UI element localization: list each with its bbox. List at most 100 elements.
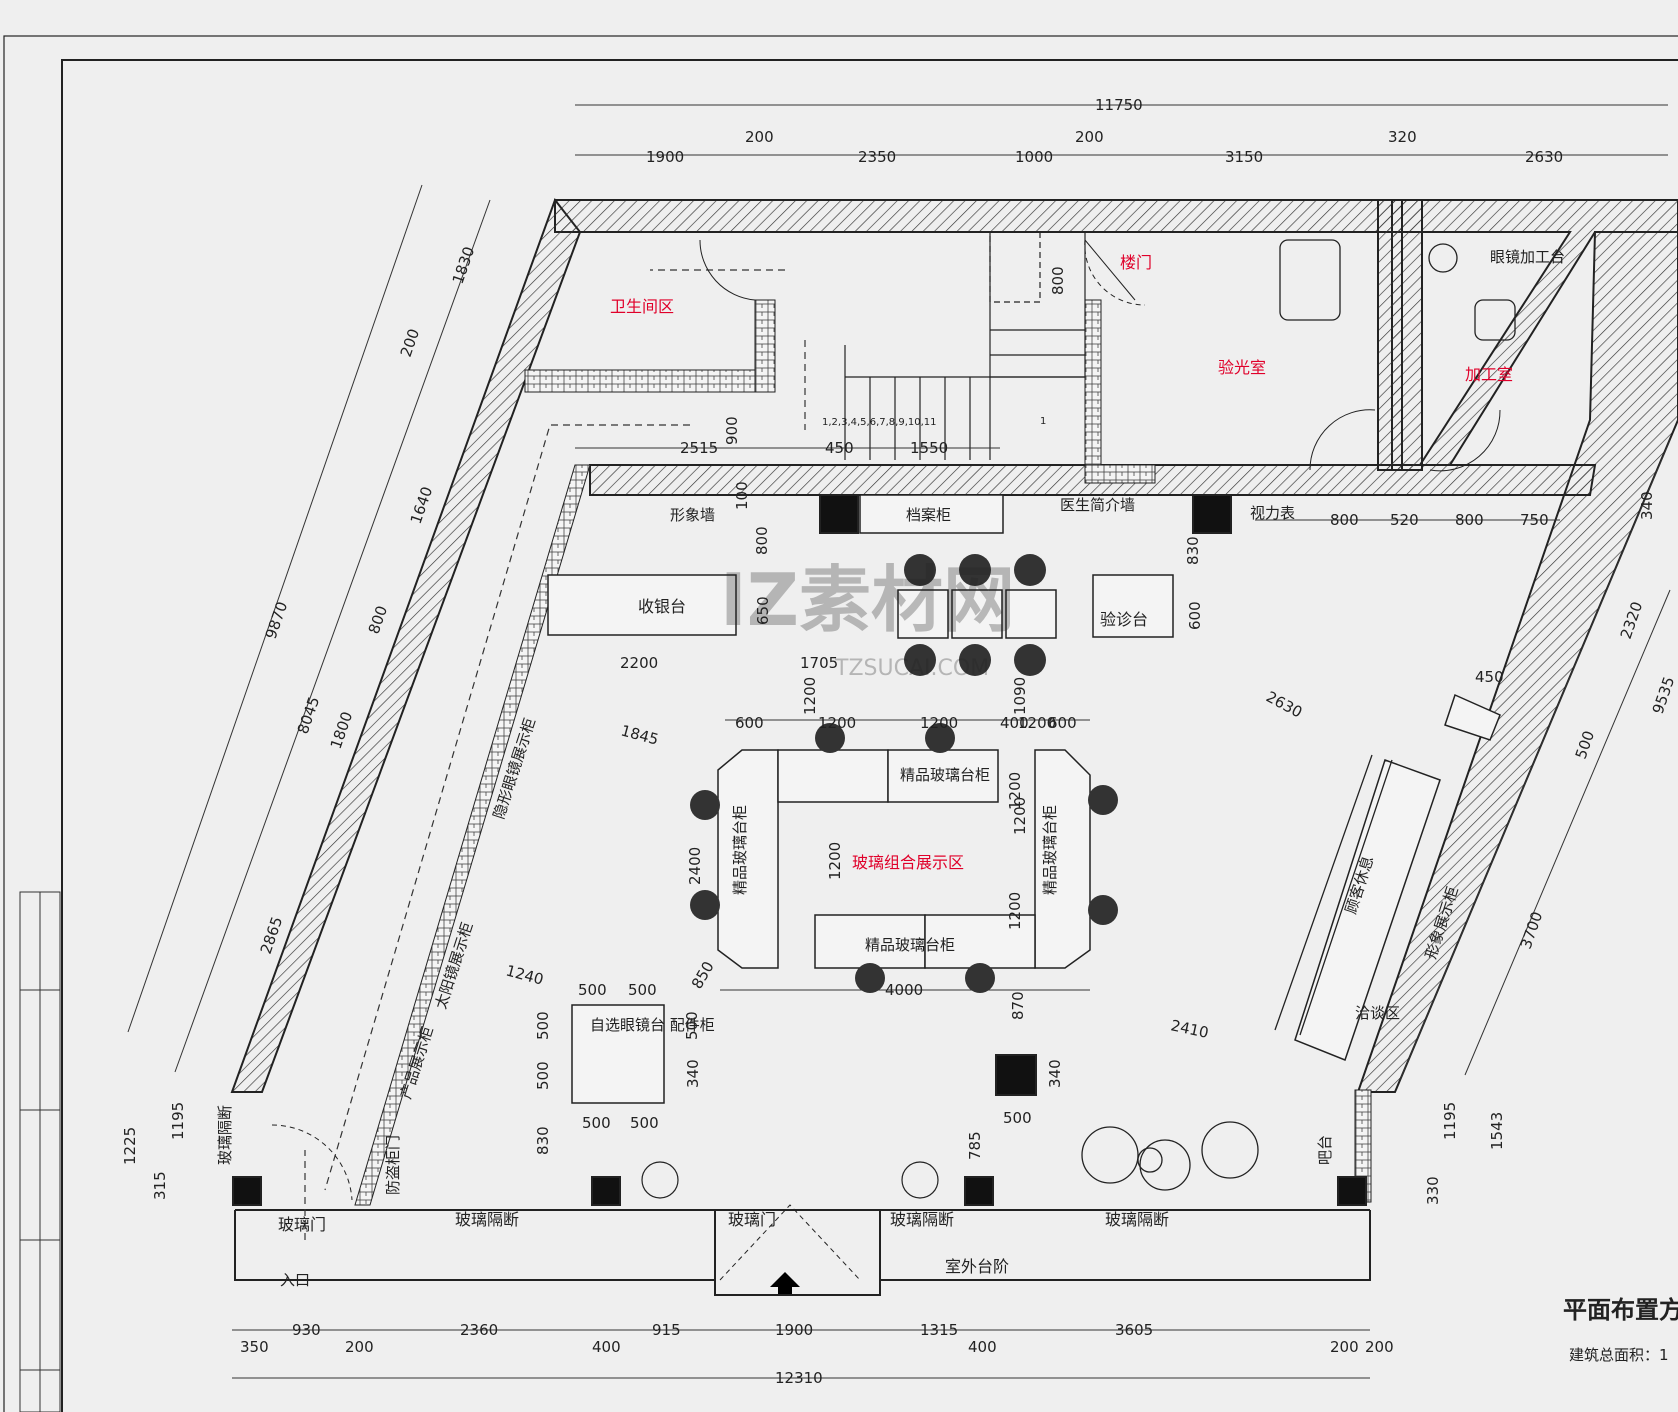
label-right-label: 洽谈区: [1355, 1004, 1400, 1022]
dim-inner-23: 1200: [826, 842, 844, 880]
dim-inner-24: 1200: [1006, 772, 1024, 810]
dim-inner-3: 450: [825, 439, 854, 457]
brick-walls: [354, 299, 1372, 1206]
dim-inner-46: 520: [1390, 511, 1419, 529]
label-part-1: 玻璃隔断: [455, 1210, 519, 1229]
dim-right-2: 2320: [1617, 599, 1646, 641]
dim-inner-43: 2410: [1169, 1016, 1210, 1042]
watermark-logo-text: IZ素材网: [720, 558, 1015, 642]
dim-left-8: 2865: [257, 914, 286, 956]
label-left-label: 玻璃隔断: [216, 1105, 234, 1165]
dim-bottom-1: 350: [240, 1338, 269, 1356]
dim-bottom-8: 1315: [920, 1321, 958, 1339]
room-main-area: 玻璃组合展示区: [852, 853, 964, 872]
dim-inner-30: 500: [578, 981, 607, 999]
dim-left-5: 800: [365, 603, 391, 636]
label-part-2: 玻璃隔断: [890, 1210, 954, 1229]
label-consult: 验诊台: [1100, 610, 1148, 629]
dim-bottom-2: 930: [292, 1321, 321, 1339]
dim-inner-6: 100: [733, 481, 751, 510]
dim-inner-37: 500: [630, 1114, 659, 1132]
dim-inner-9: 650: [754, 596, 772, 625]
lounge-furniture: [1081, 239, 1516, 1191]
title-block-title: 平面布置方: [1563, 1296, 1678, 1324]
dim-inner-22: 2400: [686, 847, 704, 885]
furniture-outlines: [547, 494, 1501, 1104]
label-door-main: 玻璃门: [728, 1210, 776, 1229]
dim-inner-32: 500: [534, 1011, 552, 1040]
sheet-border: [3, 35, 1678, 1412]
dim-bottom-9: 400: [968, 1338, 997, 1356]
dim-bottom-4: 2360: [460, 1321, 498, 1339]
room-toilet: 卫生间区: [610, 297, 674, 316]
dim-left-6: 8045: [294, 694, 323, 736]
dim-right-4: 500: [1572, 728, 1598, 761]
dim-inner-15: 1200: [818, 714, 856, 732]
dim-inner-42: 2630: [1263, 688, 1305, 722]
side-title-strip: [19, 891, 61, 1412]
dim-inner-25: 1200: [1006, 892, 1024, 930]
storefront: [234, 1209, 1371, 1296]
dim-inner-13: 1200: [801, 677, 819, 715]
dim-inner-5: 800: [1049, 266, 1067, 295]
staircase: [844, 231, 1086, 460]
dim-inner-35: 340: [684, 1059, 702, 1088]
dim-left-1: 9870: [262, 599, 291, 641]
dim-inner-39: 340: [1046, 1059, 1064, 1088]
dim-inner-47: 800: [1455, 511, 1484, 529]
dim-inner-41: 500: [1003, 1109, 1032, 1127]
label-door-left: 玻璃门: [278, 1215, 326, 1234]
dim-inner-49: 1200: [1011, 797, 1029, 835]
dim-inner-10: 600: [1186, 601, 1204, 630]
door-swings: [271, 239, 1501, 1281]
dim-inner-20: 600: [1048, 714, 1077, 732]
dim-bottom-11: 200: [1330, 1338, 1359, 1356]
dim-left-11: 315: [151, 1171, 169, 1200]
label-image-wall: 形象墙: [670, 506, 715, 524]
stools: [690, 554, 1118, 993]
inner-border: [61, 59, 1678, 1412]
dim-inner-19: 400: [1000, 714, 1029, 732]
dim-inner-38: 830: [534, 1126, 552, 1155]
label-left-cabinet: 防盗柜门: [384, 1135, 402, 1195]
dim-inner-31: 500: [628, 981, 657, 999]
dim-inner-45: 800: [1330, 511, 1359, 529]
dim-top-5: 200: [1075, 128, 1104, 146]
dim-inner-40: 785: [966, 1131, 984, 1160]
label-part-3: 玻璃隔断: [1105, 1210, 1169, 1229]
dim-top-8: 2630: [1525, 148, 1563, 166]
room-processing: 加工室: [1465, 365, 1513, 384]
dim-inner-33: 500: [534, 1061, 552, 1090]
label-file-cabinet: 档案柜: [906, 506, 951, 524]
dim-inner-8: 830: [1184, 536, 1202, 565]
dim-left-2: 1830: [449, 244, 478, 286]
dim-top-4: 1000: [1015, 148, 1053, 166]
room-outdoor-step: 室外台阶: [945, 1257, 1009, 1276]
dim-inner-11: 2200: [620, 654, 658, 672]
dim-right-3: 9535: [1649, 674, 1678, 716]
dim-inner-7: 800: [753, 526, 771, 555]
dim-top-2: 200: [745, 128, 774, 146]
dim-top-1: 1900: [646, 148, 684, 166]
dim-inner-2: 900: [723, 416, 741, 445]
label-cashier: 收银台: [638, 597, 686, 616]
dim-inner-4: 1550: [910, 439, 948, 457]
stair-step-numbers: 1,2,3,4,5,6,7,8,9,10,11: [822, 417, 937, 428]
dim-inner-34: 500: [683, 1011, 701, 1040]
dim-bottom-7: 1900: [775, 1321, 813, 1339]
dim-left-4: 1640: [407, 484, 436, 526]
dim-inner-44: 450: [1475, 668, 1504, 686]
dim-top-total: 11750: [1095, 96, 1143, 114]
watermark: IZ素材网 TZSUCAI.COM: [720, 558, 1015, 681]
dim-inner-14: 1090: [1011, 677, 1029, 715]
dim-inner-29: 1240: [504, 961, 546, 988]
dim-right-1: 340: [1638, 491, 1656, 520]
dim-inner-1: 2515: [680, 439, 718, 457]
circulation-path: [304, 269, 806, 1240]
room-lab: 验光室: [1218, 358, 1266, 377]
label-doctor-wall: 医生简介墙: [1060, 496, 1135, 514]
label-scribble: 1: [1040, 416, 1046, 427]
dim-inner-12: 1705: [800, 654, 838, 672]
label-gift-bottom: 精品玻璃台柜: [865, 936, 955, 954]
dim-inner-36: 500: [582, 1114, 611, 1132]
